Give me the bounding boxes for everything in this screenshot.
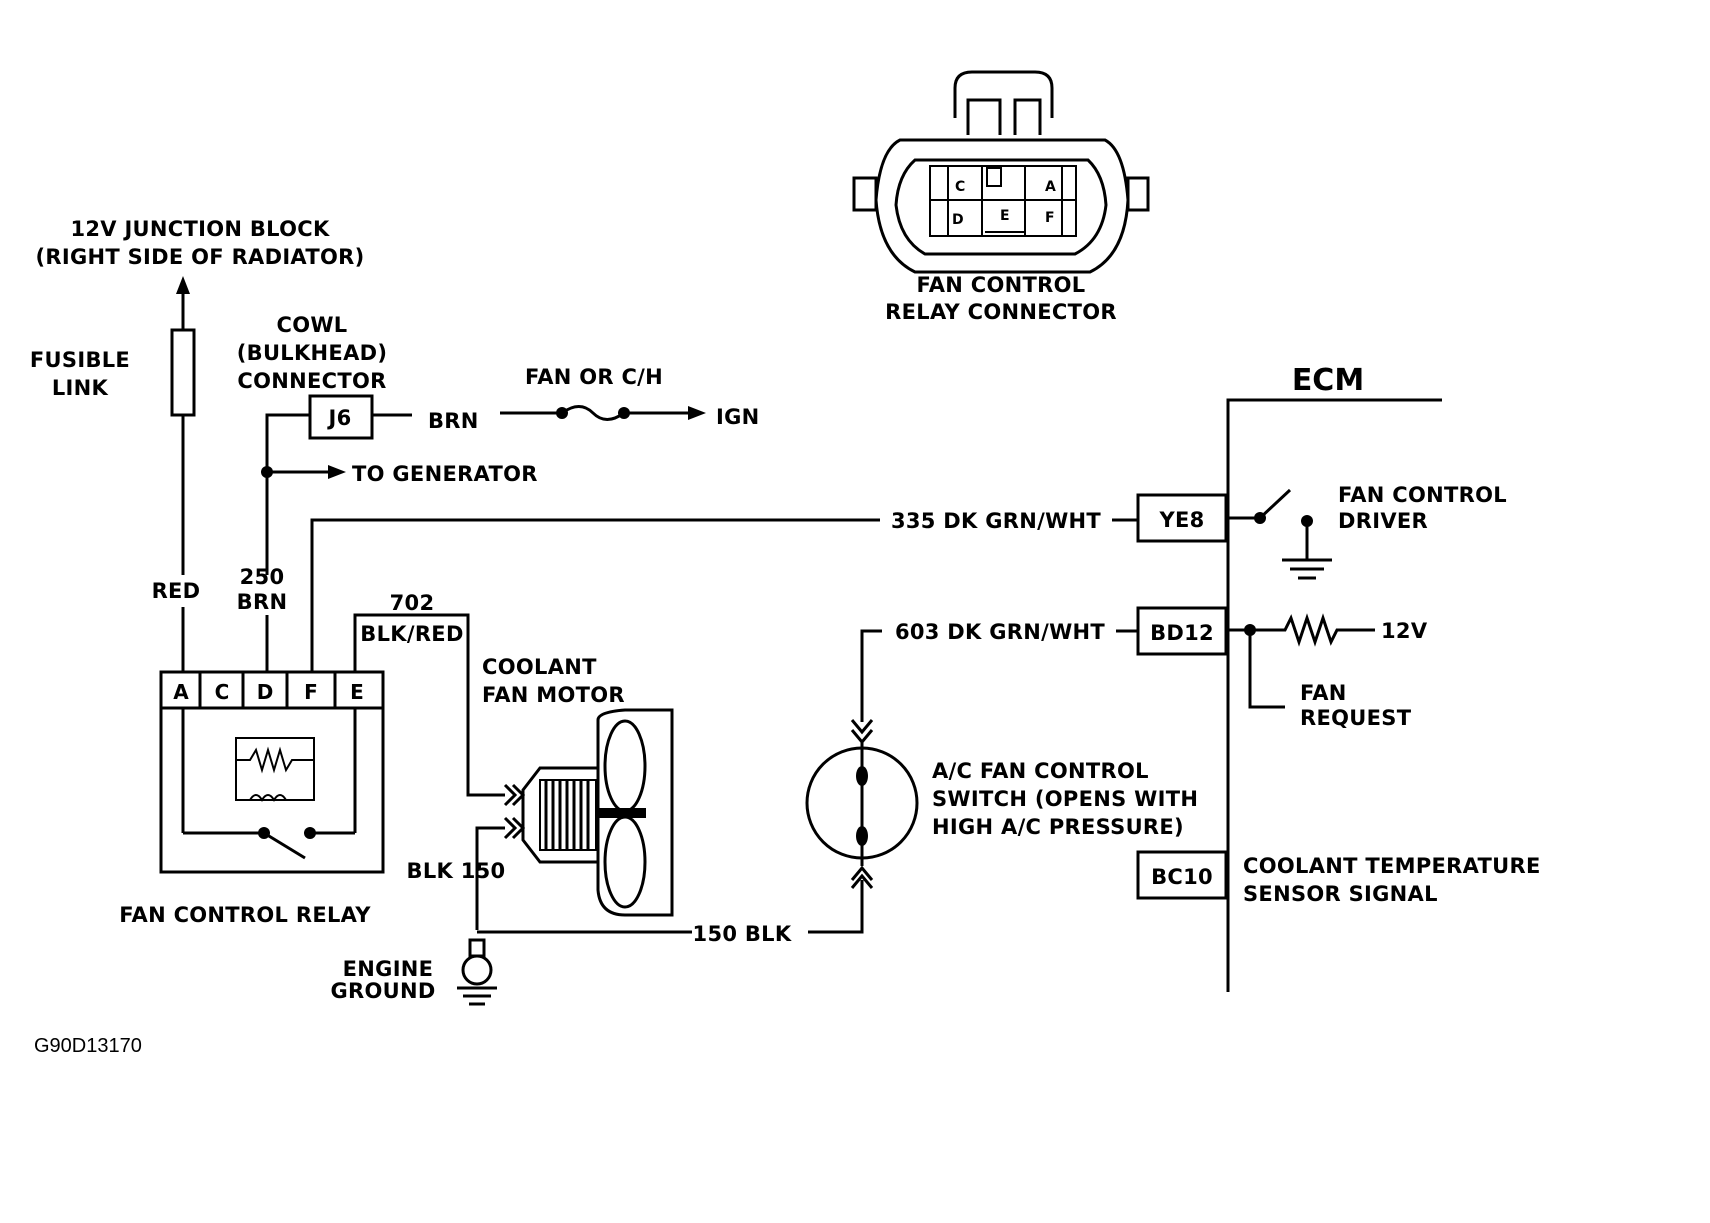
- ecm-boundary: [1226, 398, 1442, 992]
- ecm-label: ECM: [1292, 363, 1364, 398]
- ac-switch-label-line3: HIGH A/C PRESSURE): [932, 815, 1184, 839]
- to-generator-label: TO GENERATOR: [352, 462, 538, 486]
- fuse-symbol: [500, 405, 706, 421]
- connector-pin-f: F: [1045, 210, 1055, 226]
- wire-335: [310, 518, 880, 672]
- bd12-terminal: [1136, 606, 1228, 656]
- engine-ground-label-line1: ENGINE: [343, 957, 434, 981]
- wire-603-label: 603 DK GRN/WHT: [895, 620, 1105, 644]
- wire-150-blk-right: [808, 880, 864, 934]
- connector-title-line1: FAN CONTROL: [917, 273, 1086, 297]
- coolant-sensor-label-line1: COOLANT TEMPERATURE: [1243, 854, 1541, 878]
- wire-blk-150: [475, 826, 505, 930]
- engine-ground-symbol: [457, 938, 497, 1006]
- wire-250-upper: [265, 413, 310, 575]
- connector-pin-d: D: [952, 212, 964, 228]
- bc10-label: BC10: [1151, 865, 1213, 889]
- cowl-label-line2: (BULKHEAD): [237, 341, 388, 365]
- fan-request-pullup: [1228, 613, 1375, 709]
- engine-ground-label-line2: GROUND: [330, 979, 435, 1003]
- connector-pin-c: C: [955, 179, 965, 195]
- coolant-fan-motor: [503, 708, 674, 917]
- relay-pin-c: C: [215, 680, 230, 704]
- fan-control-relay-label: FAN CONTROL RELAY: [119, 903, 371, 927]
- junction-block-label-line2: (RIGHT SIDE OF RADIATOR): [36, 245, 365, 269]
- ign-label: IGN: [716, 405, 760, 429]
- wire-250-label-line2: BRN: [237, 590, 288, 614]
- ye8-terminal: [1136, 493, 1228, 543]
- bc10-terminal: [1136, 850, 1228, 900]
- wiring-diagram: C A D E F FAN CONTROL RELAY CONNECTOR 12…: [30, 70, 1541, 1057]
- connector-pin-e: E: [1000, 208, 1010, 224]
- connector-title-line2: RELAY CONNECTOR: [885, 300, 1117, 324]
- wire-702: [353, 613, 505, 797]
- j6-label: J6: [326, 406, 351, 430]
- relay-pin-e: E: [350, 680, 364, 704]
- j6-connector: [308, 394, 374, 440]
- fan-ch-label: FAN OR C/H: [525, 365, 663, 389]
- to-generator-arrow: [267, 465, 346, 479]
- relay-pin-d: D: [257, 680, 274, 704]
- wire-335-label: 335 DK GRN/WHT: [891, 509, 1101, 533]
- figure-code: G90D13170: [34, 1035, 142, 1057]
- blk150-label: BLK 150: [407, 859, 506, 883]
- fan-driver-label-line2: DRIVER: [1338, 509, 1428, 533]
- fan-control-driver-switch: [1228, 488, 1332, 580]
- cowl-label-line1: COWL: [276, 313, 347, 337]
- fusible-link: [170, 328, 196, 417]
- junction-block-label-line1: 12V JUNCTION BLOCK: [70, 217, 330, 241]
- ac-switch-label-line2: SWITCH (OPENS WITH: [932, 787, 1198, 811]
- wire-250-label-line1: 250: [240, 565, 285, 589]
- coolant-sensor-label-line2: SENSOR SIGNAL: [1243, 882, 1438, 906]
- wire-702-label-line2: BLK/RED: [360, 622, 463, 646]
- red-wire-label: RED: [152, 579, 201, 603]
- junction-block-arrow: [176, 276, 190, 330]
- fan-control-relay: [159, 670, 385, 874]
- ye8-label: YE8: [1158, 508, 1204, 532]
- v12-label: 12V: [1381, 619, 1428, 643]
- brn-label: BRN: [428, 409, 479, 433]
- relay-pin-a: A: [173, 680, 189, 704]
- fan-driver-label-line1: FAN CONTROL: [1338, 483, 1507, 507]
- fan-request-label-line2: REQUEST: [1300, 706, 1412, 730]
- connector-pin-a: A: [1045, 179, 1056, 195]
- relay-connector-drawing: C A D E F: [852, 70, 1150, 274]
- ac-fan-control-switch: [805, 719, 919, 889]
- fusible-link-label-line1: FUSIBLE: [30, 348, 130, 372]
- cowl-label-line3: CONNECTOR: [237, 369, 386, 393]
- ac-switch-label-line1: A/C FAN CONTROL: [932, 759, 1149, 783]
- coolant-fan-label-line1: COOLANT: [482, 655, 597, 679]
- fusible-link-label-line2: LINK: [52, 376, 109, 400]
- relay-pin-f: F: [304, 680, 318, 704]
- bd12-label: BD12: [1150, 621, 1214, 645]
- fan-request-label-line1: FAN: [1300, 681, 1347, 705]
- wire-603-vertical: [860, 629, 882, 722]
- wire-702-label-line1: 702: [390, 591, 435, 615]
- wire-150-blk-label: 150 BLK: [693, 922, 792, 946]
- coolant-fan-label-line2: FAN MOTOR: [482, 683, 625, 707]
